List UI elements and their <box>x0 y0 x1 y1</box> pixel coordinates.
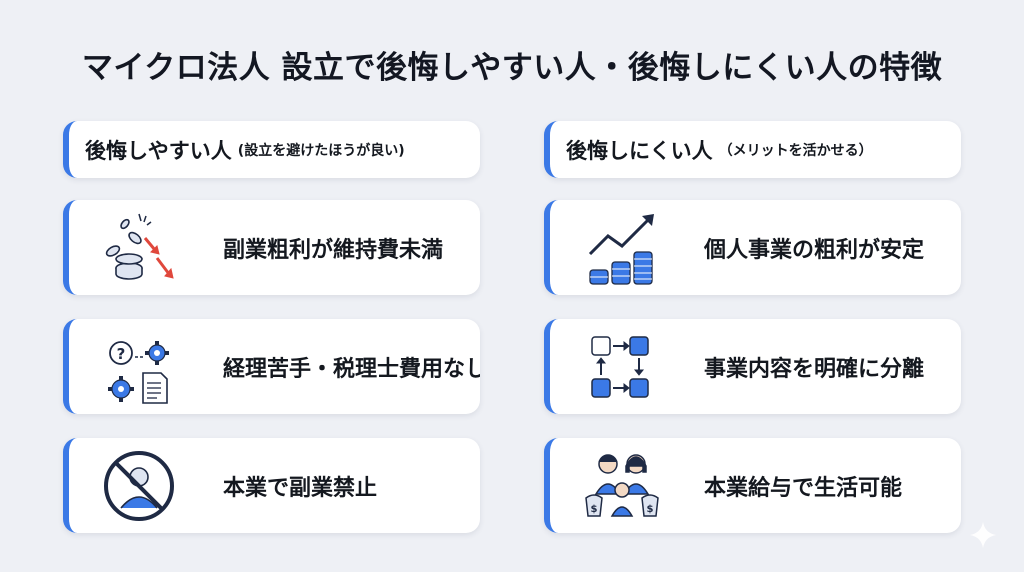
right-item-2-label: 事業内容を明確に分離 <box>704 356 925 382</box>
right-item-1: 個人事業の粗利が安定 <box>544 200 961 295</box>
right-item-2: 事業内容を明確に分離 <box>544 319 961 414</box>
family-money-icon: $ $ <box>580 446 680 526</box>
left-header-card: 後悔しやすい人 (設立を避けたほうが良い) <box>63 121 480 178</box>
svg-text:$: $ <box>591 504 598 515</box>
left-item-2-label: 経理苦手・税理士費用なし <box>223 356 480 382</box>
right-item-1-label: 個人事業の粗利が安定 <box>704 237 925 263</box>
left-item-1-label: 副業粗利が維持費未満 <box>223 237 444 263</box>
flow-blocks-icon <box>580 327 680 407</box>
svg-text:?: ? <box>117 345 126 363</box>
question-gears-document-icon: ? <box>99 327 199 407</box>
page-title: マイクロ法人 設立で後悔しやすい人・後悔しにくい人の特徴 <box>81 50 943 86</box>
right-header-title: 後悔しにくい人 <box>566 138 713 163</box>
right-header-card: 後悔しにくい人 （メリットを活かせる） <box>544 121 961 178</box>
left-item-2: ? 経理苦手・税理士費用なし <box>63 319 480 414</box>
rising-coins-chart-icon <box>580 208 680 288</box>
prohibited-person-icon <box>99 446 199 526</box>
left-header-title: 後悔しやすい人 <box>85 138 232 163</box>
left-item-1: 副業粗利が維持費未満 <box>63 200 480 295</box>
right-item-3-label: 本業給与で生活可能 <box>704 475 903 501</box>
falling-coins-icon <box>99 208 199 288</box>
right-item-3: $ $ 本業給与で生活可能 <box>544 438 961 533</box>
left-header-subtitle: (設立を避けたほうが良い) <box>237 142 405 159</box>
right-header-subtitle: （メリットを活かせる） <box>718 142 873 159</box>
sparkle-icon <box>970 522 996 548</box>
left-item-3: 本業で副業禁止 <box>63 438 480 533</box>
left-item-3-label: 本業で副業禁止 <box>223 475 378 501</box>
svg-text:$: $ <box>647 504 654 515</box>
